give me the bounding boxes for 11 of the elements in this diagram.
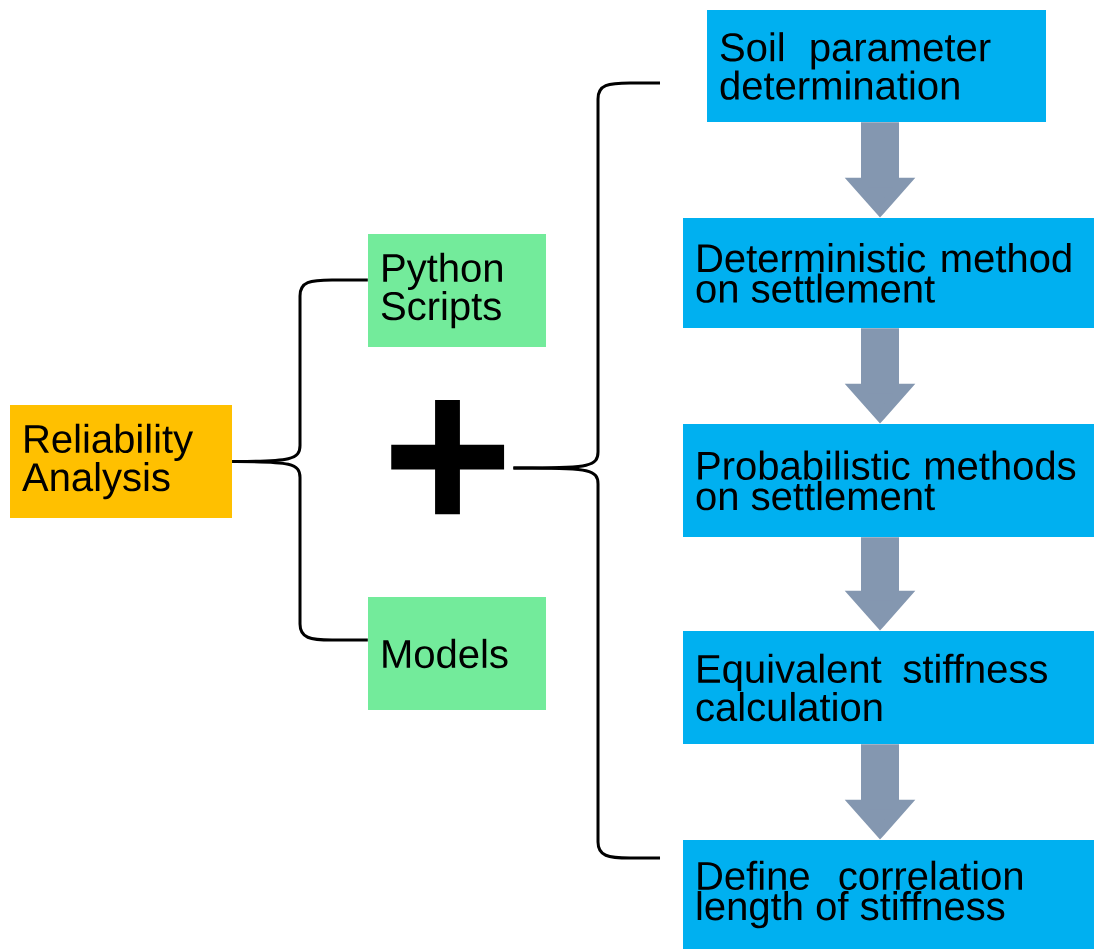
process-box: Python Scripts [368,234,546,347]
process-box: Deterministic method on settlement [683,218,1094,328]
process-box: Define correlation length of stiffness [683,840,1094,949]
process-box: Reliability Analysis [10,405,232,518]
plus-sign: + [391,400,505,515]
brace [232,460,368,642]
process-box: Models [368,597,546,710]
process-box: Soil parameter determination [707,10,1046,122]
brace [513,466,660,860]
process-box: Equivalent stiffness calculation [683,631,1094,744]
process-box: Probabilistic methods on settlement [683,424,1094,537]
